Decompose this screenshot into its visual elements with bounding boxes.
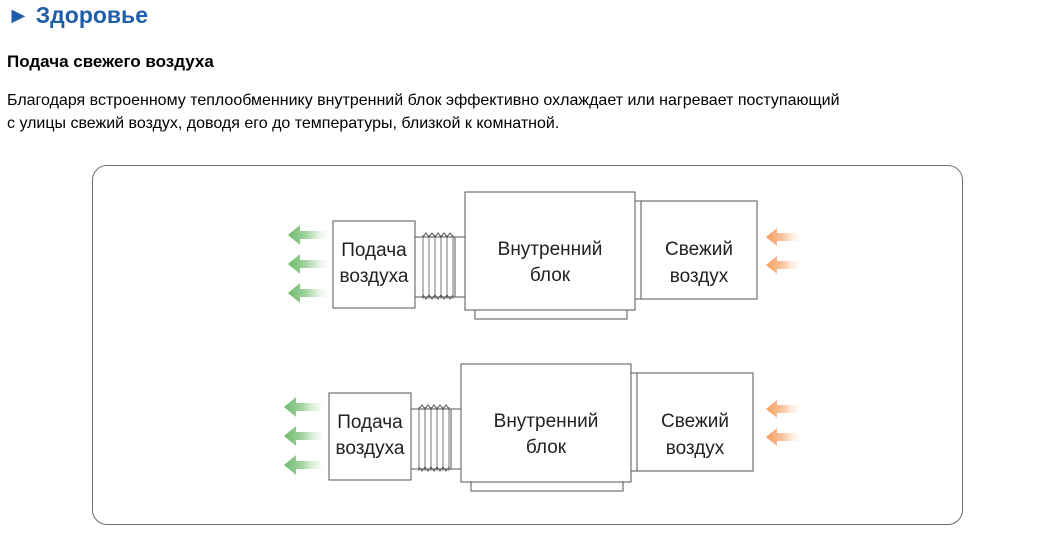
outflow-arrow-icon bbox=[288, 225, 328, 245]
connector-duct bbox=[414, 236, 466, 298]
outflow-arrow-icon bbox=[284, 455, 324, 475]
outflow-arrow-icon bbox=[284, 397, 324, 417]
indoor-unit-label: Внутренний bbox=[498, 239, 603, 260]
supply-air-label: Подача bbox=[341, 240, 407, 261]
fresh-air-box bbox=[640, 200, 758, 300]
supply-air-label: Подача bbox=[337, 412, 403, 433]
outflow-arrow-icon bbox=[284, 426, 324, 446]
diagram-frame bbox=[92, 165, 963, 525]
subtitle: Подача свежего воздуха bbox=[7, 52, 214, 71]
outflow-arrow-icon bbox=[288, 283, 328, 303]
inflow-arrow-icon bbox=[766, 428, 800, 446]
indoor-unit-label: блок bbox=[526, 437, 567, 458]
supply-air-label: воздуха bbox=[340, 266, 409, 287]
diagram-unit-2: Подача воздуха Внутренний блок Свежий воздух bbox=[284, 363, 800, 492]
inflow-arrow-icon bbox=[766, 256, 800, 274]
diagram-unit-1: Подача воздуха Внутренний блок Свежий воздух bbox=[288, 191, 800, 320]
inflow-arrow-icon bbox=[766, 228, 800, 246]
fresh-air-flange bbox=[630, 372, 638, 472]
indoor-unit-label: Внутренний bbox=[494, 411, 599, 432]
description-line-2: с улицы свежий воздух, доводя его до тем… bbox=[7, 115, 560, 132]
connector-duct bbox=[410, 408, 462, 470]
bellows-bottom bbox=[422, 293, 454, 300]
fresh-air-label: Свежий bbox=[661, 411, 729, 432]
supply-air-box bbox=[332, 220, 416, 309]
indoor-unit-box bbox=[460, 363, 632, 483]
indoor-unit-box bbox=[464, 191, 636, 311]
indoor-unit-label: блок bbox=[530, 265, 571, 286]
fresh-air-label: воздух bbox=[666, 438, 725, 459]
inflow-arrow-icon bbox=[766, 400, 800, 418]
bellows-bottom bbox=[418, 465, 450, 472]
description-line-1: Благодаря встроенному теплообменнику вну… bbox=[7, 92, 840, 109]
fresh-air-box bbox=[636, 372, 754, 472]
section-title: ►Здоровье bbox=[7, 2, 148, 29]
bellows-top bbox=[418, 404, 450, 410]
supply-air-box bbox=[328, 392, 412, 481]
bellows-top bbox=[422, 232, 454, 238]
description: Благодаря встроенному теплообменнику вну… bbox=[7, 89, 1057, 135]
section-title-text: Здоровье bbox=[35, 2, 148, 28]
fresh-air-flange bbox=[634, 200, 642, 300]
outflow-arrow-icon bbox=[288, 254, 328, 274]
fresh-air-label: Свежий bbox=[665, 239, 733, 260]
supply-air-label: воздуха bbox=[336, 438, 405, 459]
triangle-bullet-icon: ► bbox=[7, 2, 30, 28]
fresh-air-label: воздух bbox=[670, 266, 729, 287]
